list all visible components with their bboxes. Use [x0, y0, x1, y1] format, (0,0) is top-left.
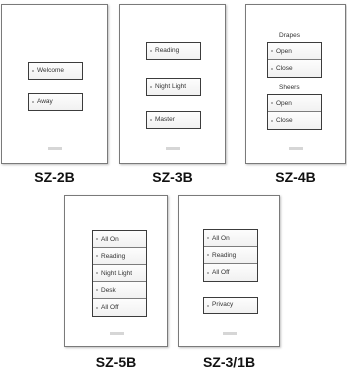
brand-logo	[166, 147, 180, 150]
brand-logo	[289, 147, 303, 150]
away-button[interactable]: Away	[28, 93, 83, 111]
reading-button[interactable]: Reading	[93, 248, 146, 265]
privacy-button[interactable]: Privacy	[203, 297, 258, 314]
drapes-button-group: Open Close	[267, 42, 322, 78]
reading-button[interactable]: Reading	[146, 42, 201, 60]
drapes-open-button[interactable]: Open	[268, 43, 321, 60]
brand-logo	[223, 332, 237, 335]
sheers-open-button[interactable]: Open	[268, 95, 321, 112]
drapes-label: Drapes	[279, 32, 300, 39]
keypad-sz-5b: All On Reading Night Light Desk All Off	[64, 195, 168, 347]
night-light-button[interactable]: Night Light	[93, 265, 146, 282]
keypad-sz-2b: Welcome Away	[1, 4, 108, 164]
sz-5b-button-group: All On Reading Night Light Desk All Off	[92, 230, 147, 317]
sheers-label: Sheers	[279, 84, 300, 91]
night-light-button[interactable]: Night Light	[146, 78, 201, 96]
caption-sz-2b: SZ-2B	[34, 169, 75, 185]
caption-sz-3b: SZ-3B	[152, 169, 193, 185]
welcome-button[interactable]: Welcome	[28, 62, 83, 80]
sheers-button-group: Open Close	[267, 94, 322, 130]
all-off-button[interactable]: All Off	[93, 299, 146, 316]
brand-logo	[110, 332, 124, 335]
caption-sz-3-1b: SZ-3/1B	[202, 354, 256, 370]
sz-3-1b-button-group: All On Reading All Off	[203, 229, 258, 282]
all-off-button[interactable]: All Off	[204, 264, 257, 281]
brand-logo	[48, 147, 62, 150]
reading-button[interactable]: Reading	[204, 247, 257, 264]
keypad-sz-3b: Reading Night Light Master	[119, 4, 226, 164]
caption-sz-5b: SZ-5B	[95, 354, 137, 370]
desk-button[interactable]: Desk	[93, 282, 146, 299]
sheers-close-button[interactable]: Close	[268, 112, 321, 129]
all-on-button[interactable]: All On	[93, 231, 146, 248]
keypad-sz-3-1b: All On Reading All Off Privacy	[178, 195, 280, 347]
all-on-button[interactable]: All On	[204, 230, 257, 247]
caption-sz-4b: SZ-4B	[275, 169, 316, 185]
keypad-sz-4b: Drapes Open Close Sheers Open Close	[245, 4, 346, 164]
master-button[interactable]: Master	[146, 111, 201, 129]
drapes-close-button[interactable]: Close	[268, 60, 321, 77]
